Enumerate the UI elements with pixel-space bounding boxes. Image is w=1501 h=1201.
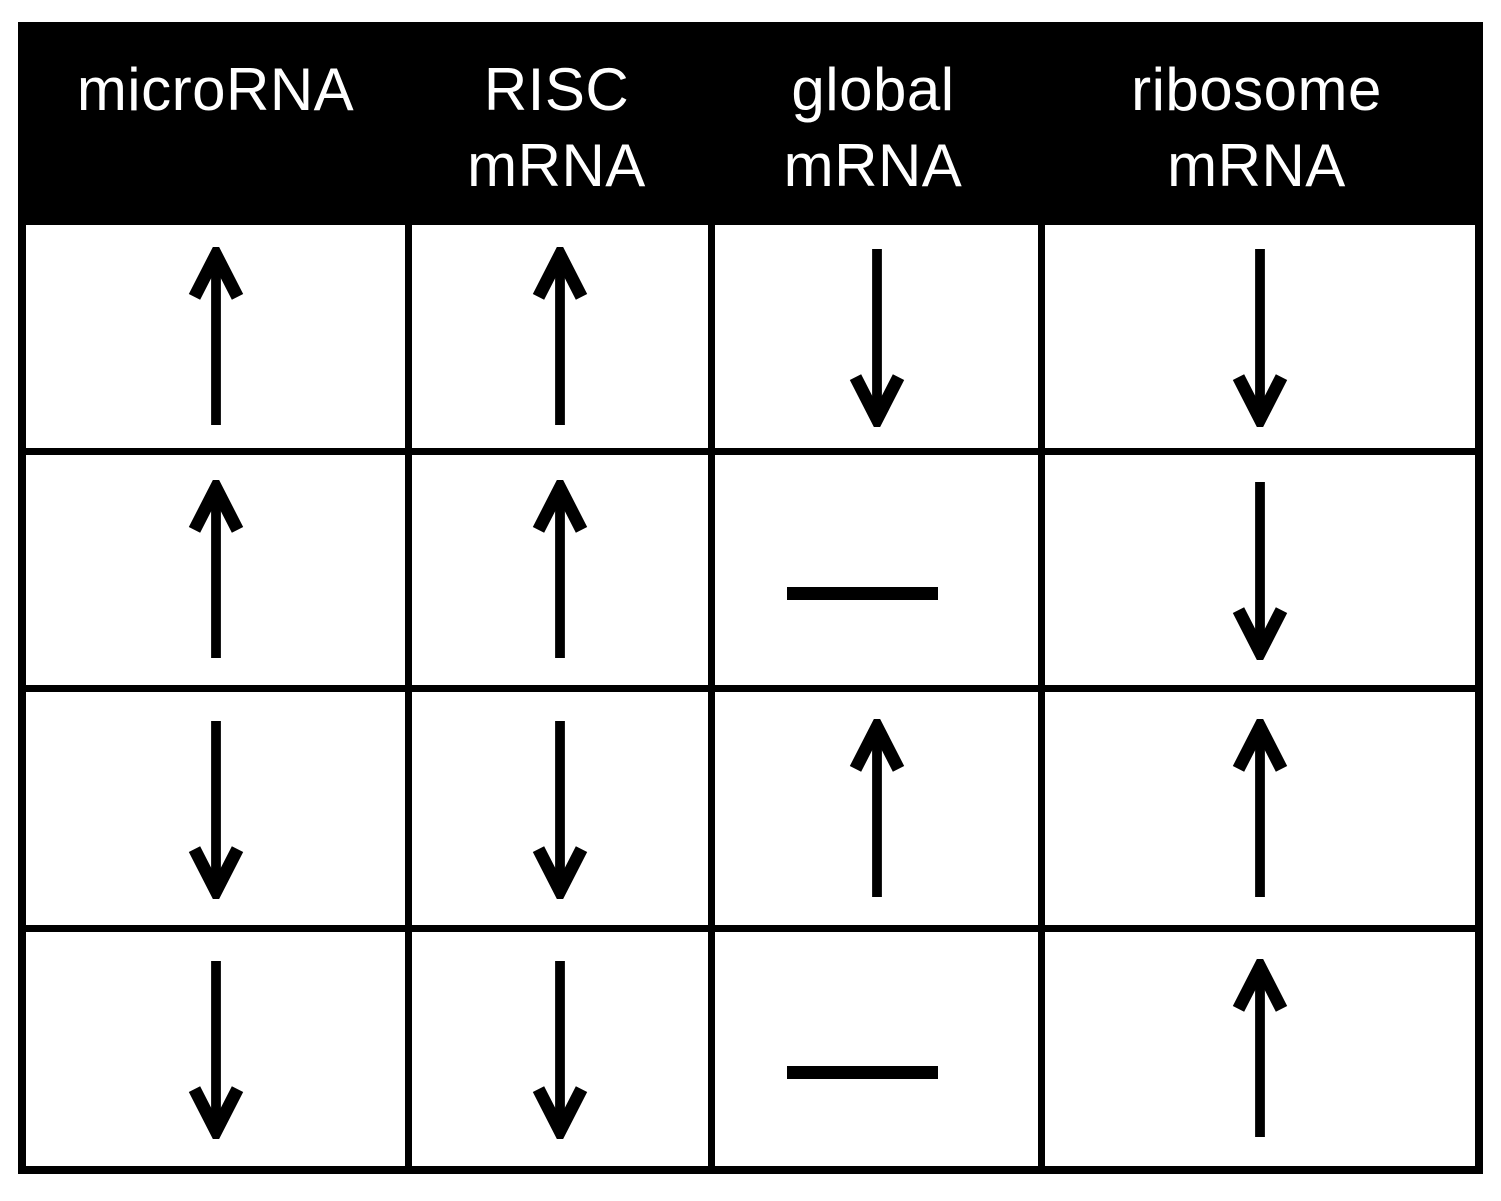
cell-r4c4: [1038, 925, 1475, 1166]
column-header-line2: mRNA: [467, 132, 646, 199]
column-header-microrna: microRNA: [26, 30, 405, 218]
cell-r4c1: [26, 925, 405, 1166]
column-header-line1: microRNA: [76, 56, 355, 123]
cell-r1c2: [405, 218, 708, 448]
down-arrow-icon: [1232, 481, 1288, 660]
cell-r3c4: [1038, 685, 1475, 925]
down-arrow-icon: [188, 720, 243, 899]
column-header-line1: ribosome: [1131, 56, 1382, 123]
cell-r2c2: [405, 448, 708, 685]
up-arrow-icon: [849, 718, 904, 897]
up-arrow-icon: [532, 246, 588, 425]
cell-r2c3: [708, 448, 1038, 685]
down-arrow-icon: [849, 248, 904, 427]
cell-r3c2: [405, 685, 708, 925]
cell-r4c3: [708, 925, 1038, 1166]
down-arrow-icon: [532, 720, 588, 899]
down-arrow-icon: [532, 960, 588, 1139]
cell-r2c4: [1038, 448, 1475, 685]
no-change-icon: [787, 586, 938, 600]
cell-r1c1: [26, 218, 405, 448]
cell-r4c2: [405, 925, 708, 1166]
cell-r2c1: [26, 448, 405, 685]
cell-r1c4: [1038, 218, 1475, 448]
up-arrow-icon: [1232, 718, 1288, 897]
up-arrow-icon: [188, 246, 243, 425]
column-header-line2: mRNA: [783, 132, 963, 199]
column-header-global-mrna: global mRNA: [708, 30, 1038, 218]
up-arrow-icon: [188, 480, 243, 659]
up-arrow-icon: [532, 480, 588, 659]
column-header-ribosome-mrna: ribosome mRNA: [1038, 30, 1475, 218]
cell-r1c3: [708, 218, 1038, 448]
down-arrow-icon: [188, 960, 243, 1139]
column-header-line1: global: [791, 56, 955, 123]
column-header-line1: RISC: [483, 56, 630, 123]
relationship-table: microRNA RISC mRNA global mRNA ribosome …: [18, 22, 1483, 1174]
up-arrow-icon: [1232, 959, 1288, 1138]
cell-r3c3: [708, 685, 1038, 925]
down-arrow-icon: [1232, 248, 1288, 427]
cell-r3c1: [26, 685, 405, 925]
column-header-line2: mRNA: [1167, 132, 1346, 199]
no-change-icon: [787, 1065, 938, 1079]
column-header-risc-mrna: RISC mRNA: [405, 30, 708, 218]
